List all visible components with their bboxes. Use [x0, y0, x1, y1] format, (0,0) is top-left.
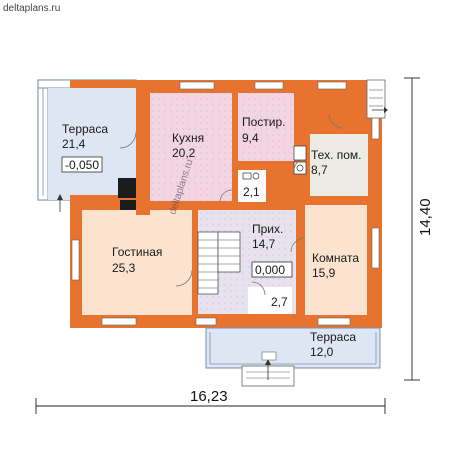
door [261, 351, 277, 361]
fireplace-body [118, 178, 136, 198]
closet-area: 2,7 [271, 295, 288, 309]
wall-segment [303, 93, 367, 105]
door-swing [290, 237, 306, 253]
door-swing [251, 281, 266, 296]
room-area: 15,9 [312, 266, 336, 280]
window [195, 317, 217, 326]
boiler-icon [293, 145, 307, 175]
kitchen-area: 20,2 [172, 146, 196, 160]
door-swing [119, 131, 137, 149]
window [371, 114, 380, 140]
site-name: deltaplans.ru [3, 3, 60, 14]
kitchen-pattern [150, 93, 232, 201]
wc-area: 2,1 [243, 185, 260, 199]
terrace-wall [136, 80, 150, 215]
kitchen-name: Кухня [172, 131, 204, 145]
room-name: Комната [312, 251, 359, 265]
height-label: 14,40 [417, 198, 434, 236]
width-label: 16,23 [190, 388, 228, 405]
terrace-top-area: 21,4 [62, 137, 86, 151]
fireplace-base [120, 200, 136, 210]
door-swing [175, 269, 193, 287]
window [317, 317, 351, 326]
level-box-terrace [61, 156, 103, 173]
side-entrance [366, 79, 388, 119]
window [317, 81, 347, 90]
tech-room [310, 134, 368, 196]
terrace-top-name: Терраса [62, 122, 108, 136]
windows [71, 81, 380, 326]
arrow-right-icon [384, 107, 388, 113]
window [254, 81, 284, 90]
closet-room [248, 287, 292, 314]
level-box-hall [251, 261, 293, 278]
terrace-wall-bottom [70, 195, 150, 210]
toilet-icon [242, 172, 260, 180]
dimension-height [404, 77, 420, 381]
terrace-bottom-floor [205, 327, 381, 369]
window [101, 317, 137, 326]
stair-flight-2 [217, 231, 241, 273]
laundry-pattern [238, 93, 294, 161]
tech-name: Тех. пом. [311, 148, 362, 162]
terrace-bottom-area: 12,0 [310, 345, 334, 359]
terrace-top-level: -0,050 [65, 158, 99, 172]
door-swing [328, 113, 344, 129]
terrace-bottom [205, 327, 381, 387]
living-room [82, 210, 192, 315]
living-name: Гостиная [112, 245, 162, 259]
terrace-entrance [57, 194, 63, 212]
hall-name: Прих. [252, 222, 283, 236]
laundry-area: 9,4 [242, 131, 259, 145]
terrace-bottom-name: Терраса [310, 330, 356, 344]
door-swing [293, 159, 305, 171]
stair-flight [197, 231, 219, 295]
window [371, 227, 380, 269]
hall-level: 0,000 [255, 263, 285, 277]
tech-area: 8,7 [311, 163, 328, 177]
laundry-name: Постир. [242, 115, 286, 129]
window [179, 81, 215, 90]
living-area: 25,3 [112, 261, 136, 275]
window [71, 239, 80, 281]
arrow-up-icon [265, 359, 271, 365]
door-swing [219, 189, 233, 203]
dimension-width [35, 398, 386, 414]
hall-area: 14,7 [252, 237, 276, 251]
arrow-up-icon [57, 194, 63, 200]
doors [119, 113, 344, 296]
staircase [197, 231, 241, 295]
fireplace [118, 178, 136, 210]
bedroom-room [305, 205, 367, 315]
